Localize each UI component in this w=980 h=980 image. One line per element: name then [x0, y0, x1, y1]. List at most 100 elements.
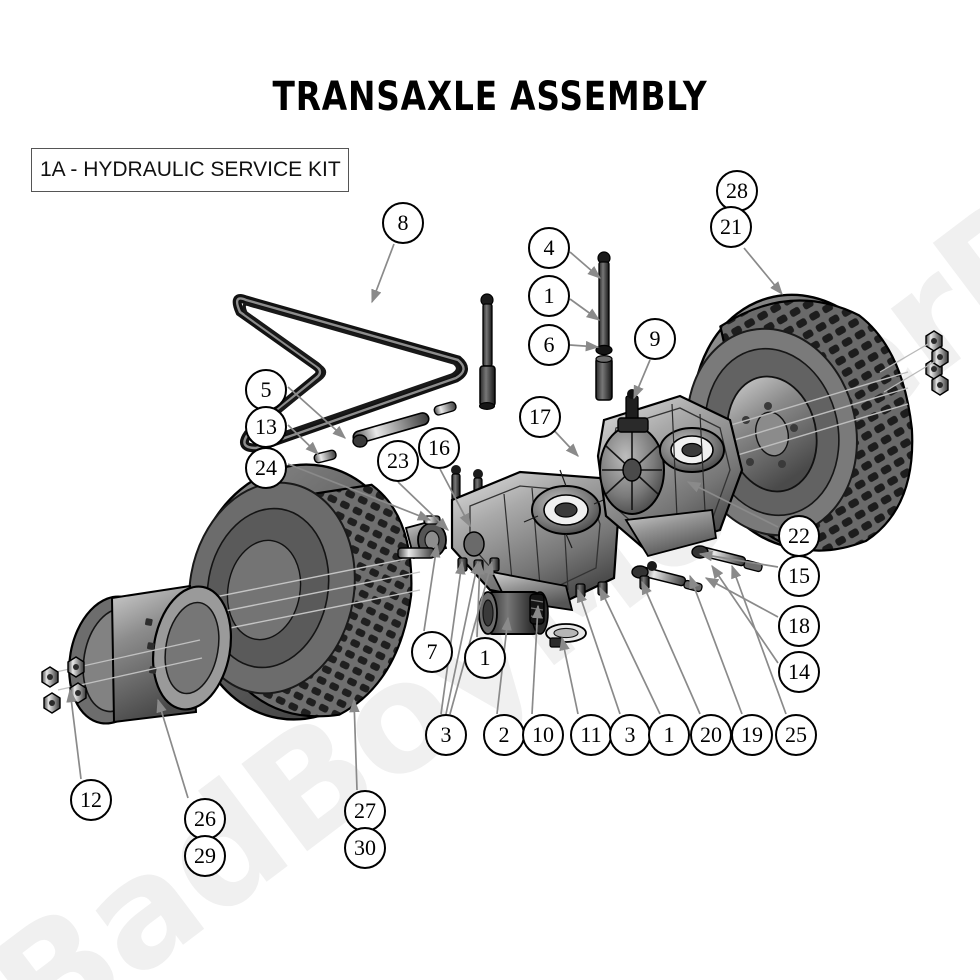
- leader-5: [287, 386, 347, 439]
- callout-number: 18: [788, 613, 810, 638]
- callout-number: 29: [194, 843, 216, 868]
- spacer-bushing-upper: [595, 355, 613, 401]
- callout-27[interactable]: 27: [344, 790, 386, 832]
- callout-1[interactable]: 1: [648, 714, 690, 756]
- callout-number: 6: [543, 332, 555, 357]
- leader-19: [689, 574, 743, 715]
- callout-number: 28: [726, 178, 748, 203]
- callout-number: 3: [624, 722, 636, 747]
- callout-23[interactable]: 23: [377, 440, 419, 482]
- callout-1[interactable]: 1: [464, 637, 506, 679]
- callout-1[interactable]: 1: [528, 275, 570, 317]
- callout-number: 14: [788, 659, 810, 684]
- callout-25[interactable]: 25: [775, 714, 817, 756]
- callout-13[interactable]: 13: [245, 406, 287, 448]
- callout-16[interactable]: 16: [418, 427, 460, 469]
- callout-number: 23: [387, 448, 409, 473]
- callout-3[interactable]: 3: [609, 714, 651, 756]
- leader-9: [633, 359, 651, 400]
- callout-19[interactable]: 19: [731, 714, 773, 756]
- callout-number: 17: [529, 404, 551, 429]
- callout-17[interactable]: 17: [519, 396, 561, 438]
- pin-small: [313, 449, 337, 464]
- leader-3a2: [445, 560, 481, 715]
- callout-number: 1: [663, 722, 675, 747]
- leader-1c: [599, 586, 661, 715]
- leader-16: [439, 468, 471, 528]
- callout-10[interactable]: 10: [522, 714, 564, 756]
- callout-7[interactable]: 7: [411, 631, 453, 673]
- callout-number: 24: [255, 455, 277, 480]
- callout-11[interactable]: 11: [570, 714, 612, 756]
- callout-number: 15: [788, 563, 810, 588]
- callout-number: 1: [479, 645, 491, 670]
- leader-23: [397, 481, 449, 531]
- leader-21: [743, 247, 783, 296]
- callout-14[interactable]: 14: [778, 651, 820, 693]
- left-rear-tire: [149, 463, 421, 721]
- callout-3[interactable]: 3: [425, 714, 467, 756]
- right-transaxle-housing: [596, 389, 744, 558]
- callout-number: 25: [785, 722, 807, 747]
- leader-15: [698, 550, 779, 568]
- callout-9[interactable]: 9: [634, 318, 676, 360]
- leader-3b: [576, 588, 621, 715]
- leader-7: [423, 543, 441, 632]
- callout-number: 16: [428, 435, 450, 460]
- callout-number: 27: [354, 798, 376, 823]
- callout-number: 13: [255, 414, 277, 439]
- callout-number: 5: [260, 377, 272, 402]
- callout-number: 3: [440, 722, 452, 747]
- callout-2[interactable]: 2: [483, 714, 525, 756]
- callout-8[interactable]: 8: [382, 202, 424, 244]
- callout-number: 2: [498, 722, 510, 747]
- long-bolt-upper: [595, 251, 613, 356]
- callout-24[interactable]: 24: [245, 447, 287, 489]
- callout-number: 12: [80, 787, 102, 812]
- callout-number: 20: [700, 722, 722, 747]
- axle-shaft-b: [631, 561, 703, 593]
- callout-26[interactable]: 26: [184, 798, 226, 840]
- long-bolt-left: [478, 293, 496, 410]
- callout-number: 22: [788, 523, 810, 548]
- right-rear-tire: [686, 293, 914, 552]
- wheel-rim: [55, 584, 233, 725]
- callout-number: 21: [720, 214, 742, 239]
- callout-20[interactable]: 20: [690, 714, 732, 756]
- callout-number: 19: [741, 722, 763, 747]
- callout-15[interactable]: 15: [778, 555, 820, 597]
- tie-rod: [352, 401, 457, 448]
- callout-number: 9: [649, 326, 661, 351]
- leader-24: [287, 463, 432, 521]
- callout-22[interactable]: 22: [778, 515, 820, 557]
- callout-number: 1: [543, 283, 555, 308]
- callout-21[interactable]: 21: [710, 206, 752, 248]
- leader-12: [66, 688, 82, 780]
- callout-30[interactable]: 30: [344, 827, 386, 869]
- leader-3a1: [440, 560, 466, 715]
- callout-number: 8: [397, 210, 409, 235]
- leader-25: [731, 564, 787, 715]
- callout-6[interactable]: 6: [528, 324, 570, 366]
- lug-nuts-right: [879, 330, 949, 396]
- callout-18[interactable]: 18: [778, 605, 820, 647]
- leader-1b: [474, 560, 485, 638]
- callout-number: 10: [532, 722, 554, 747]
- callout-29[interactable]: 29: [184, 835, 226, 877]
- legend-box: 1A - HYDRAULIC SERVICE KIT: [31, 148, 349, 192]
- leader-26: [156, 698, 189, 799]
- leader-14: [711, 564, 779, 664]
- callout-28[interactable]: 28: [716, 170, 758, 212]
- leader-20: [641, 580, 701, 715]
- legend-label: 1A - HYDRAULIC SERVICE KIT: [40, 158, 341, 181]
- callout-4[interactable]: 4: [528, 227, 570, 269]
- callout-number: 4: [543, 235, 555, 260]
- callout-number: 11: [580, 722, 602, 747]
- callout-5[interactable]: 5: [245, 369, 287, 411]
- callout-12[interactable]: 12: [70, 779, 112, 821]
- leader-27: [349, 698, 360, 791]
- leader-13: [287, 424, 319, 455]
- right-cooling-fan: [599, 425, 665, 515]
